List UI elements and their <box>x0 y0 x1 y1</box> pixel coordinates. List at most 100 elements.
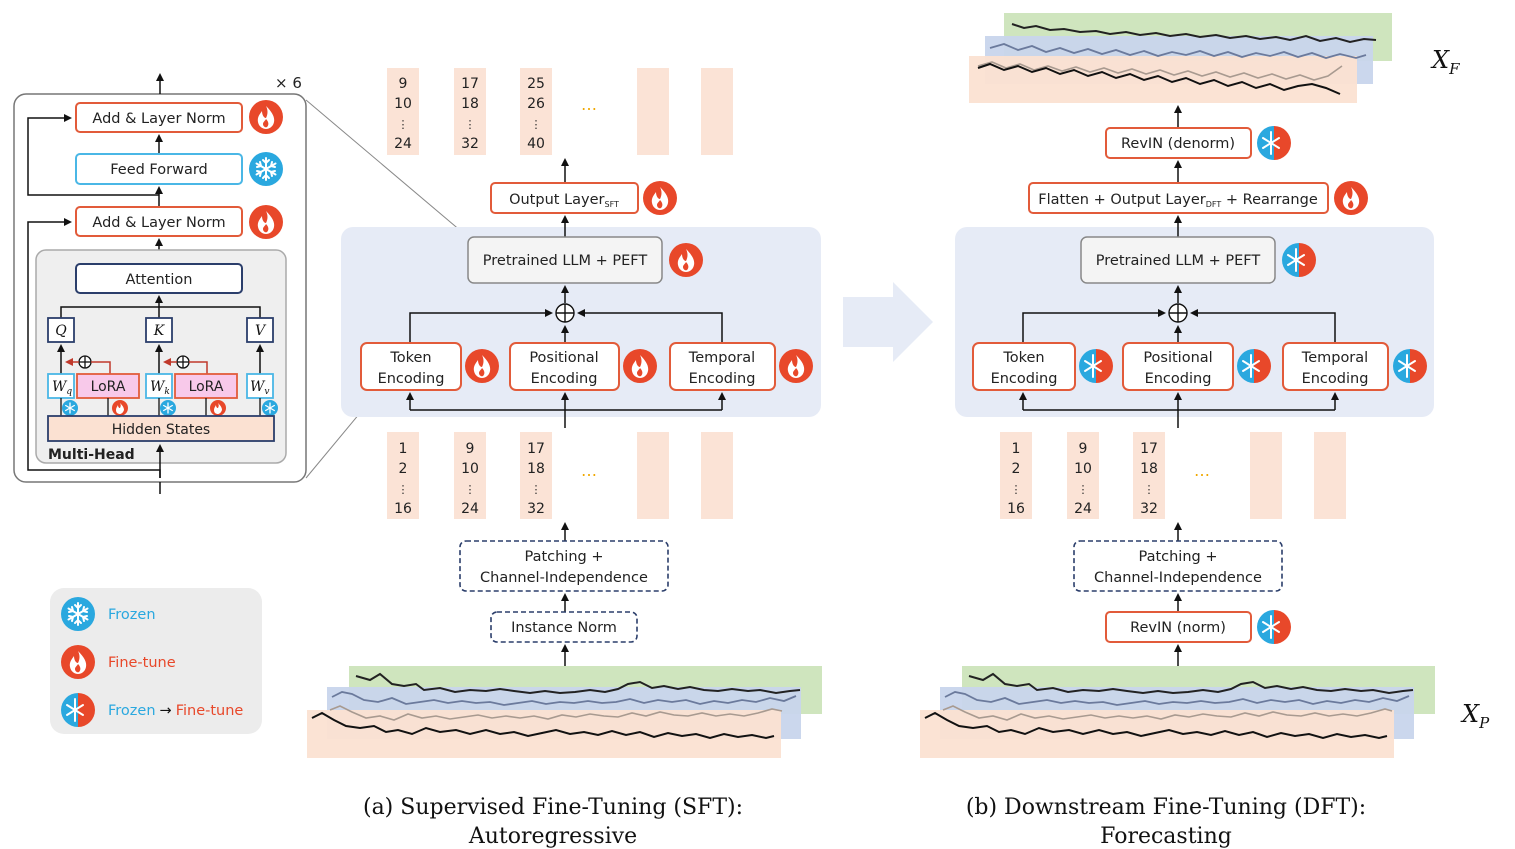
sft-token-encoding-box <box>360 342 462 391</box>
snowflake-icon <box>159 399 177 417</box>
token-value: 17 <box>461 76 479 92</box>
feed-forward-box <box>75 153 243 185</box>
dft-temporal-encoding-label: Encoding <box>1302 371 1369 387</box>
multihead-label: Multi-Head <box>48 447 135 463</box>
fire-icon <box>112 400 128 416</box>
dft-patching-box <box>1073 540 1283 592</box>
token-value: 16 <box>1007 501 1025 517</box>
sft-input-token-3: 17 18 ⋮ 32 <box>520 432 552 519</box>
wq-box <box>47 373 75 399</box>
token-value: 32 <box>527 501 545 517</box>
fire-icon <box>779 349 813 383</box>
dft-token-encoding-label: Encoding <box>991 371 1058 387</box>
token-value: 2 <box>399 461 408 477</box>
q-label: Q <box>55 323 67 339</box>
sft-temporal-encoding-label: Temporal <box>688 350 755 366</box>
token-value: 9 <box>399 76 408 92</box>
token-value: 18 <box>527 461 545 477</box>
legend-finetune-label: Fine-tune <box>108 655 176 671</box>
revin-norm-box <box>1105 611 1252 643</box>
sft-input-series <box>307 666 822 758</box>
token-dots: ⋮ <box>1011 483 1022 496</box>
frozen-to-finetune-icon <box>1257 126 1291 160</box>
token-dots: ⋮ <box>398 118 409 131</box>
dft-token-encoding-box <box>972 342 1076 391</box>
dft-input-token-3: 17 18 ⋮ 32 <box>1133 432 1165 519</box>
legend: Frozen Fine-tune Frozen→Fine-tune <box>50 588 262 734</box>
sft-output-layer-label: Output LayerSFT <box>509 192 619 209</box>
sft-positional-encoding-label: Encoding <box>531 371 598 387</box>
sft-output-layer-box <box>490 182 639 214</box>
dft-input-token-blank <box>1250 432 1282 519</box>
sft-caption: (a) Supervised Fine-Tuning (SFT): <box>363 795 743 820</box>
lora-q-label: LoRA <box>91 379 126 395</box>
fire-icon <box>669 243 703 277</box>
token-value: 1 <box>1012 441 1021 457</box>
q-box <box>47 317 75 343</box>
v-box <box>246 317 274 343</box>
frozen-to-finetune-icon <box>1257 610 1291 644</box>
sft-token-encoding-label: Encoding <box>378 371 445 387</box>
fire-icon <box>643 181 677 215</box>
dft-input-series <box>920 666 1435 758</box>
sft-input-token-blank <box>701 432 733 519</box>
sft-patching-box <box>459 540 669 592</box>
snowflake-icon <box>61 399 79 417</box>
dft-output-layer-label: Flatten + Output LayerDFT + Rearrange <box>1038 192 1318 209</box>
token-ellipsis: … <box>581 461 597 480</box>
sft-caption: Autoregressive <box>468 824 637 849</box>
dft-positional-encoding-label: Encoding <box>1145 371 1212 387</box>
k-box <box>145 317 173 343</box>
sft-output-token-3: 25 26 ⋮ 40 <box>520 68 552 155</box>
token-dots: ⋮ <box>465 483 476 496</box>
token-value: 26 <box>527 96 545 112</box>
attention-box <box>75 263 243 294</box>
repeat-label: × 6 <box>275 74 302 92</box>
token-value: 17 <box>1140 441 1158 457</box>
token-dots: ⋮ <box>398 483 409 496</box>
snowflake-icon <box>60 596 96 632</box>
token-value: 9 <box>1079 441 1088 457</box>
fire-icon <box>61 645 95 679</box>
dft-patching-label: Patching + <box>1138 549 1217 565</box>
dft-caption: Forecasting <box>1100 824 1232 849</box>
sft-instance-norm-box <box>490 611 638 643</box>
sft-input-token-1: 1 2 ⋮ 16 <box>387 432 419 519</box>
fire-icon <box>249 205 283 239</box>
sft-llm-box <box>467 236 663 284</box>
token-value: 2 <box>1012 461 1021 477</box>
token-value: 24 <box>461 501 479 517</box>
token-value: 9 <box>466 441 475 457</box>
sft-input-token-blank <box>637 432 669 519</box>
fire-icon <box>1334 181 1368 215</box>
add-norm-bottom-label: Add & Layer Norm <box>92 215 225 231</box>
dft-positional-encoding-label: Positional <box>1143 350 1212 366</box>
dft-llm-label: Pretrained LLM + PEFT <box>1096 253 1261 269</box>
dft-output-layer-box <box>1028 182 1329 214</box>
token-dots: ⋮ <box>531 483 542 496</box>
wq-label: Wq <box>52 379 72 397</box>
revin-denorm-label: RevIN (denorm) <box>1121 136 1235 152</box>
sft-positional-encoding-label: Positional <box>529 350 598 366</box>
frozen-to-finetune-icon <box>1282 243 1316 277</box>
fire-icon <box>623 349 657 383</box>
fire-icon <box>249 100 283 134</box>
hidden-states-label: Hidden States <box>112 422 210 438</box>
token-value: 10 <box>1074 461 1092 477</box>
frozen-to-finetune-icon <box>1237 349 1271 383</box>
token-value: 25 <box>527 76 545 92</box>
token-dots: ⋮ <box>465 118 476 131</box>
dft-llm-box <box>1080 236 1276 284</box>
token-value: 18 <box>1140 461 1158 477</box>
hidden-states-box <box>47 415 275 442</box>
snowflake-icon <box>248 151 284 187</box>
legend-panel <box>50 588 262 734</box>
token-dots: ⋮ <box>1078 483 1089 496</box>
frozen-to-finetune-icon <box>61 693 95 727</box>
fire-icon <box>465 349 499 383</box>
dft-input-token-blank <box>1314 432 1346 519</box>
dft-caption: (b) Downstream Fine-Tuning (DFT): <box>966 795 1366 820</box>
fire-icon <box>210 400 226 416</box>
xp-label: XP <box>1460 700 1490 732</box>
